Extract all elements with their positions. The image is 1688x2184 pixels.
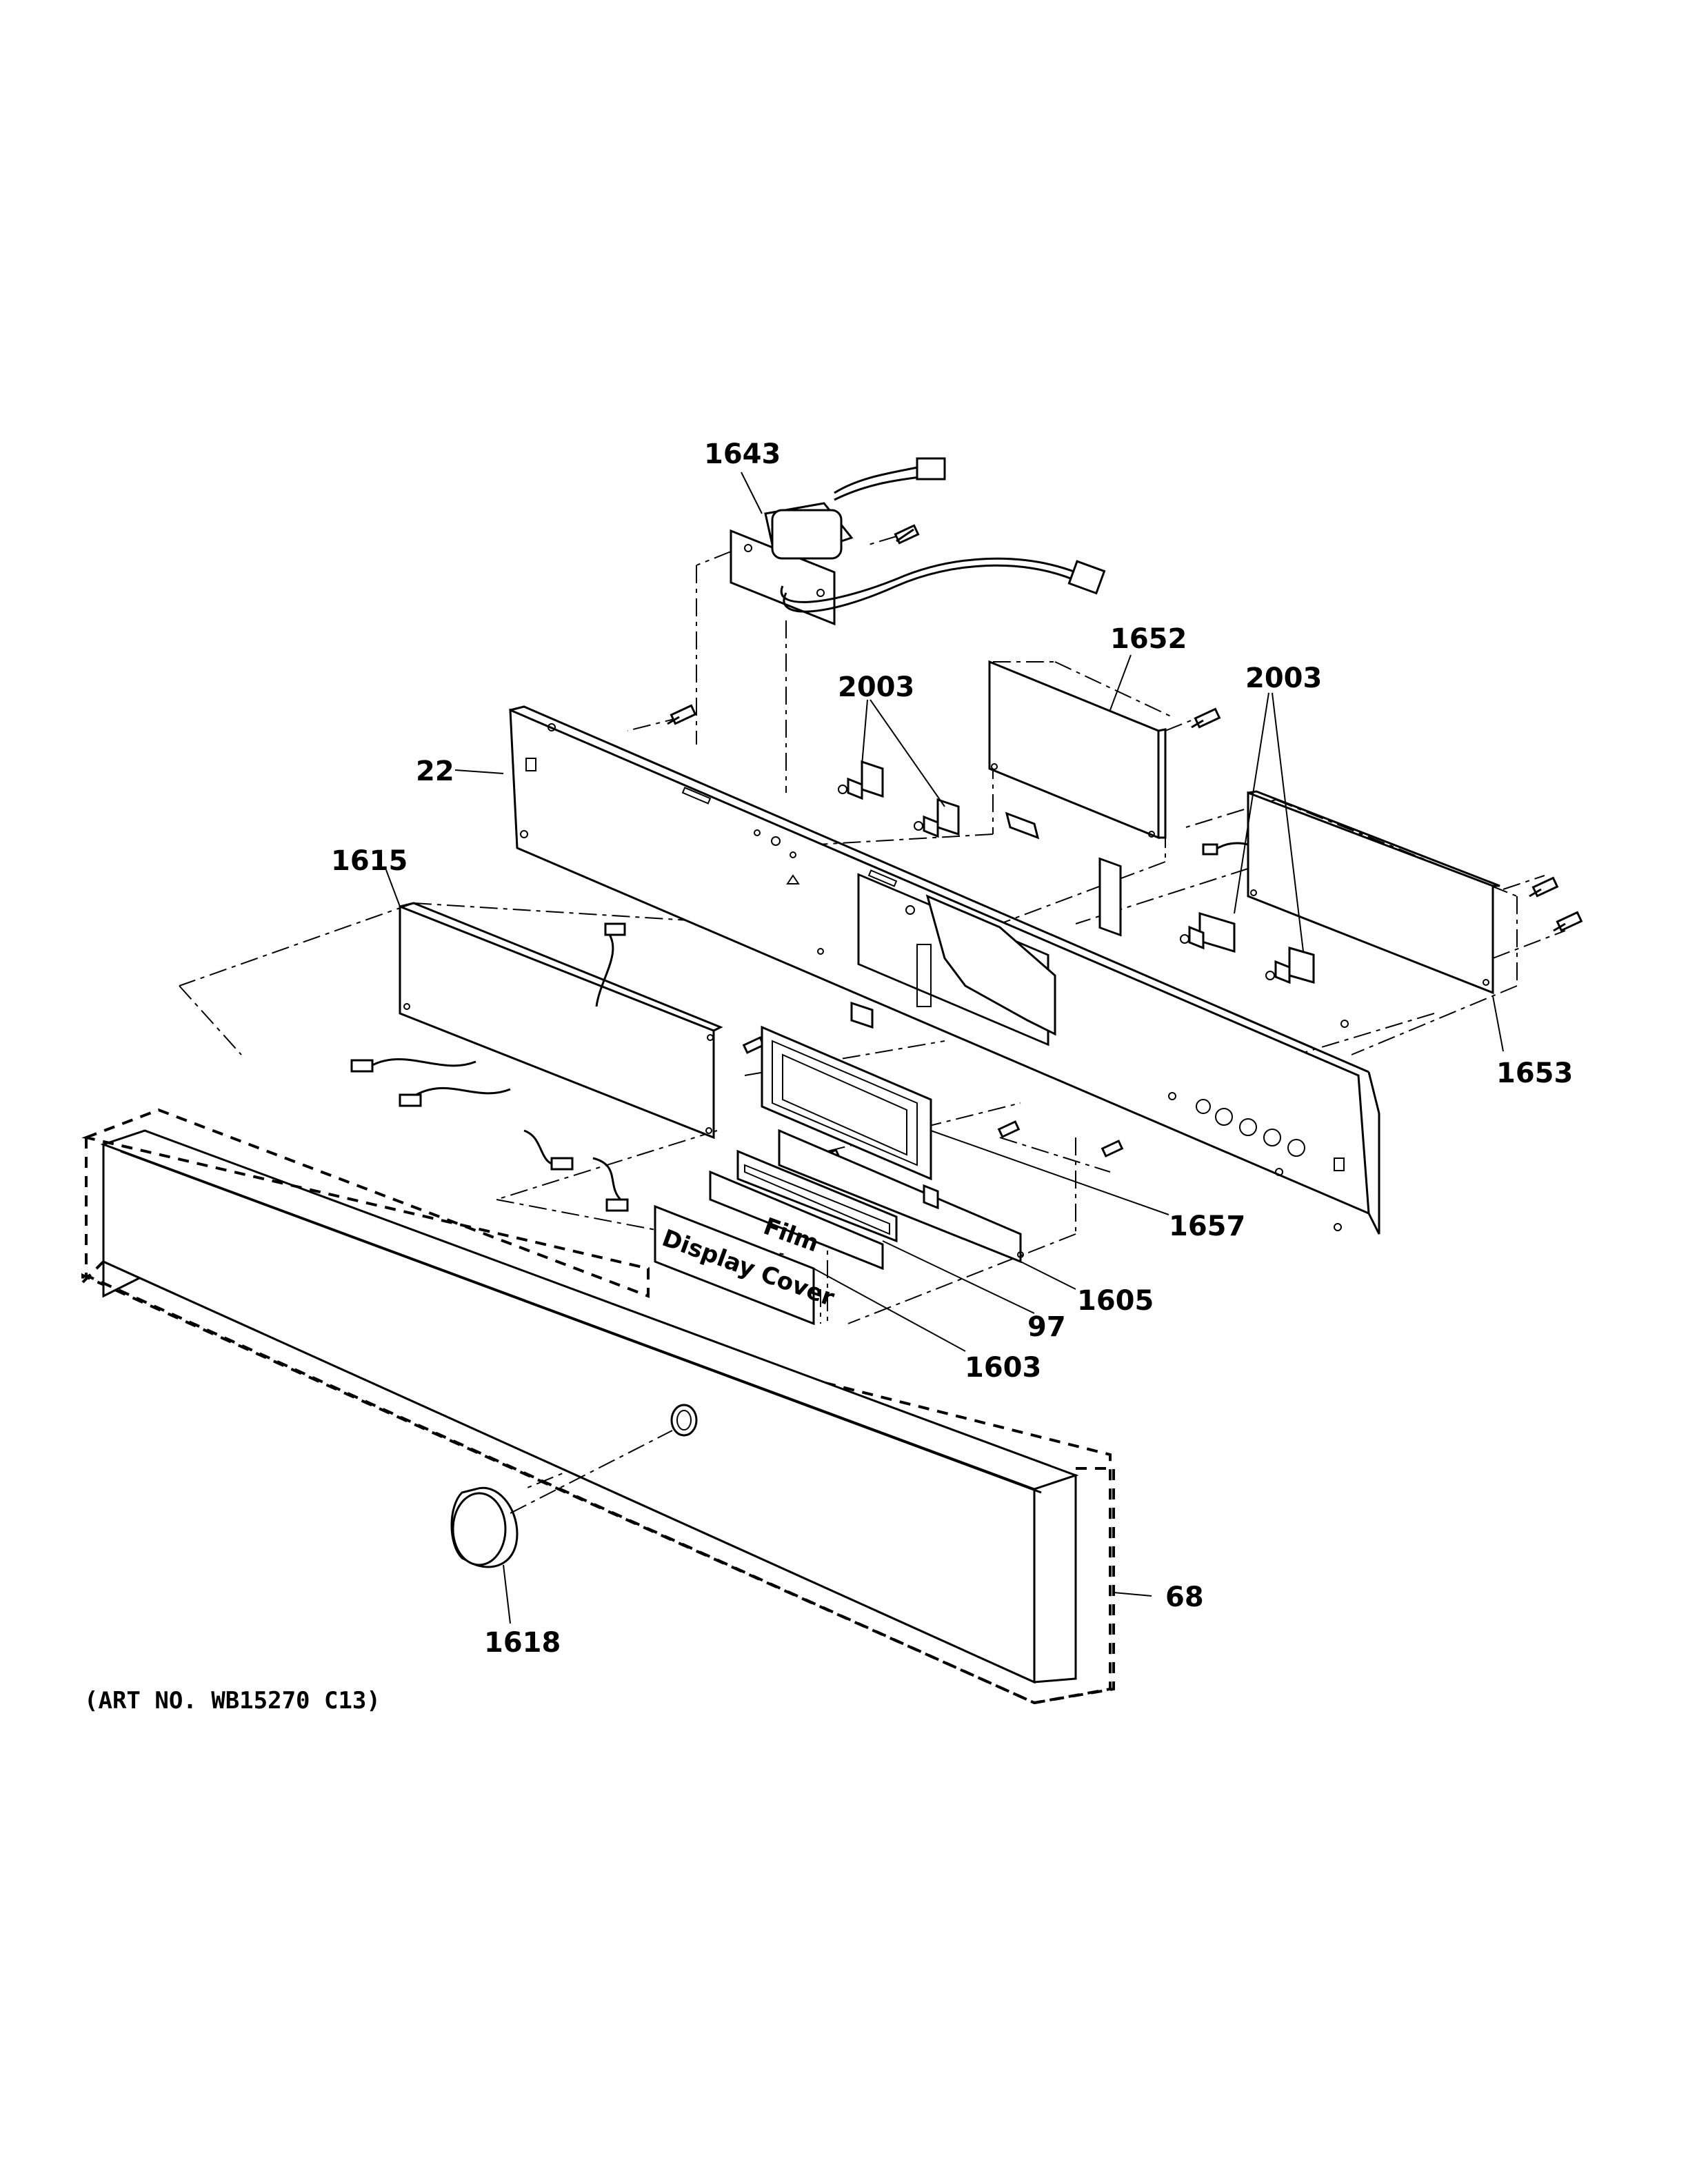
transformer-1643 [730,457,1106,626]
callout-1643: 1643 [704,438,781,470]
callout-labels: 1643 1652 2003 2003 22 1615 1653 1657 16… [331,438,1573,1659]
switch-2003-a2 [914,798,960,838]
screw-1653-upper [1529,876,1559,898]
display-1657 [761,1001,932,1181]
callout-1652: 1652 [1110,623,1187,655]
callout-2003-right: 2003 [1245,663,1322,694]
callout-2003-left: 2003 [838,671,914,703]
callout-1605: 1605 [1077,1285,1154,1317]
screw-left-frame [667,704,697,725]
back-frame-22 [509,705,1380,1235]
switch-2003-a1 [838,760,884,800]
screw-1652 [1191,707,1221,729]
switch-2003-b2 [1265,947,1315,984]
screw-1615 [742,1036,765,1054]
callout-68: 68 [1165,1581,1204,1613]
control-board-1652 [988,660,1167,840]
callout-1657: 1657 [1169,1211,1245,1242]
screw-transformer [894,524,920,545]
callout-97: 97 [1027,1311,1066,1343]
callout-22: 22 [416,756,454,787]
callout-1615: 1615 [331,845,408,877]
leader-lines [385,472,1504,1624]
front-panel-68 [81,1108,1115,1705]
callout-1653: 1653 [1496,1058,1573,1089]
switch-2003-b1 [1180,911,1236,953]
control-board-1615 [350,902,723,1212]
art-number: (ART NO. WB15270 C13) [84,1687,381,1715]
callout-1618: 1618 [484,1627,561,1659]
screw-1653-lower [1553,911,1583,932]
callout-1603: 1603 [965,1352,1041,1384]
knob-1618 [450,1486,519,1568]
screw-1605-right [1101,1140,1124,1157]
screw-1657 [997,1120,1021,1138]
